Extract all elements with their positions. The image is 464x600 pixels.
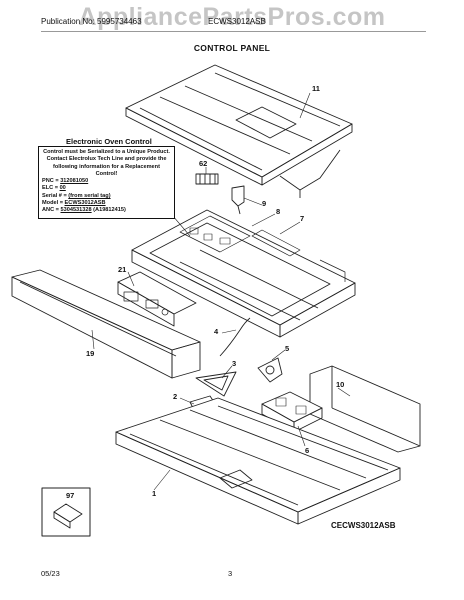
callout-label[interactable]: 6 xyxy=(305,446,310,455)
publication-number: Publication No: 5995734463 xyxy=(41,17,142,26)
top-panel-part[interactable] xyxy=(125,64,353,198)
bottom-panel-part[interactable] xyxy=(115,397,401,525)
note-line: Contact Electrolux Tech Line and provide… xyxy=(46,156,167,163)
watermark: AppliancePartsPros.com xyxy=(78,3,386,31)
callout-label[interactable]: 62 xyxy=(199,159,208,168)
part-3[interactable] xyxy=(195,371,237,397)
callout-label[interactable]: 7 xyxy=(300,214,305,223)
back-shield-part[interactable] xyxy=(309,365,421,453)
note-line: Control must be Serialized to a Unique P… xyxy=(43,149,170,155)
callout-label[interactable]: 1 xyxy=(152,489,157,498)
control-panel-face-part[interactable] xyxy=(11,269,201,379)
note-line: following information for a Replacement … xyxy=(53,163,160,177)
wire-harness-part[interactable] xyxy=(219,317,251,357)
callout-label[interactable]: 10 xyxy=(336,380,345,389)
callout-label[interactable]: 5 xyxy=(285,344,290,353)
clip-part[interactable] xyxy=(195,173,219,185)
control-panel-frame-part[interactable] xyxy=(131,209,356,338)
model-row: Model = ECWS3012ASB xyxy=(42,200,106,207)
callout-label[interactable]: 3 xyxy=(232,359,237,368)
diagram-code: CECWS3012ASB xyxy=(331,521,396,530)
callout-label[interactable]: 2 xyxy=(173,392,178,401)
pnc-row: PNC = 312081050 xyxy=(42,178,89,185)
page-number: 3 xyxy=(228,569,233,578)
section-title: CONTROL PANEL xyxy=(193,43,271,53)
callout-label[interactable]: 19 xyxy=(86,349,95,358)
callout-label[interactable]: 4 xyxy=(214,327,219,336)
electronic-oven-control-title: Electronic Oven Control xyxy=(66,137,152,146)
callout-label[interactable]: 8 xyxy=(276,207,281,216)
header-rule xyxy=(41,31,426,32)
bracket-part[interactable] xyxy=(231,185,245,215)
anc-row: ANC = 5304531328 (A19812415) xyxy=(42,207,126,214)
model-number: ECWS3012ASB xyxy=(208,17,266,26)
elc-row: ELC = 00 xyxy=(42,185,66,192)
part-5[interactable] xyxy=(257,357,283,383)
electronic-oven-control-note: Control must be Serialized to a Unique P… xyxy=(38,146,175,219)
callout-label[interactable]: 9 xyxy=(262,199,267,208)
control-board-part[interactable] xyxy=(117,271,197,327)
serial-row: Serial # = (from serial tag) xyxy=(42,192,111,199)
callout-label[interactable]: 97 xyxy=(66,491,75,500)
callout-label[interactable]: 11 xyxy=(312,84,320,93)
part-97-inset[interactable] xyxy=(41,487,91,537)
footer-date: 05/23 xyxy=(41,569,60,578)
callout-label[interactable]: 21 xyxy=(118,265,127,274)
